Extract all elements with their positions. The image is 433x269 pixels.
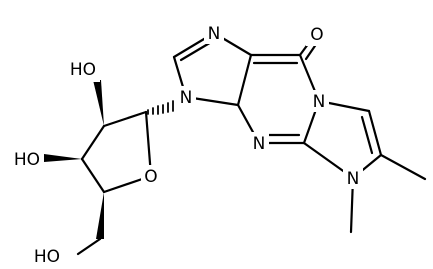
hash-c1-n9	[147, 100, 174, 115]
ring-oxygen-label: O	[144, 167, 157, 187]
bond-c4p-methyl	[379, 153, 427, 181]
n3-label: N	[253, 134, 266, 154]
bond-c8-n7-inner	[179, 39, 215, 62]
bond-c5p-c4p	[367, 109, 383, 157]
carbonyl-oxygen-label: O	[310, 25, 323, 45]
ribose-ring	[80, 110, 153, 194]
oh-primary-label: HO	[34, 247, 60, 267]
oh-upper-label: HO	[70, 60, 96, 80]
atom-labels: HO HO HO O N N N N N O	[1, 22, 363, 268]
wedge-c3-oh	[44, 154, 82, 162]
wedge-c4-ch2	[96, 192, 104, 239]
n9-label: N	[180, 88, 193, 108]
bond-c2-c3	[80, 124, 106, 161]
bond-c5p-c4p-inner	[360, 115, 374, 155]
wedge-c2-oh	[93, 80, 104, 126]
pyrimidine-ring	[236, 53, 321, 145]
stereo-bonds	[44, 80, 174, 239]
bond-c5-c4	[236, 53, 253, 107]
oh-left-label: HO	[14, 150, 40, 170]
n-methyl-label: N	[347, 169, 360, 189]
bond-c3-c4	[80, 157, 106, 194]
bond-ch2-oh	[76, 237, 102, 256]
bond-c1-c2	[102, 110, 148, 128]
n-bridge-label: N	[313, 92, 326, 112]
n7-label: N	[208, 24, 221, 44]
